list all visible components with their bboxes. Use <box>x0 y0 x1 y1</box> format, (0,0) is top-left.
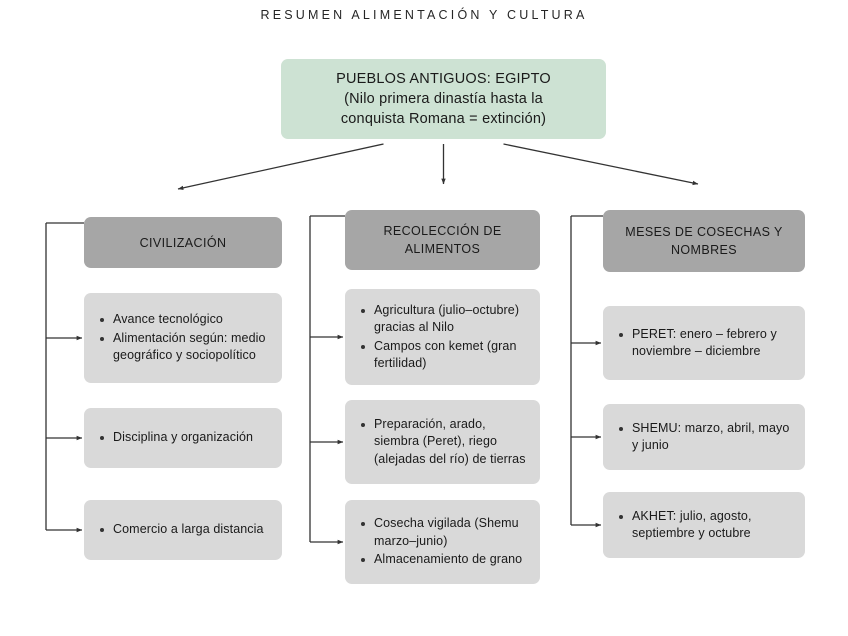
bullet-list: AKHET: julio, agosto, septiembre y octub… <box>613 508 793 543</box>
branch-header-label: RECOLECCIÓN DE ALIMENTOS <box>383 224 502 256</box>
content-box-meses-box-3: AKHET: julio, agosto, septiembre y octub… <box>603 492 805 558</box>
bullet-list: SHEMU: marzo, abril, mayo y junio <box>613 420 793 455</box>
branch-header-civilizacion: CIVILIZACIÓN <box>84 217 282 268</box>
bullet-item: Alimentación según: medio geográfico y s… <box>94 330 270 365</box>
branch-header-recoleccion: RECOLECCIÓN DE ALIMENTOS <box>345 210 540 270</box>
content-box-recoleccion-box-1: Agricultura (julio–octubre) gracias al N… <box>345 289 540 385</box>
bullet-list: Agricultura (julio–octubre) gracias al N… <box>355 302 528 373</box>
root-node-line: (Nilo primera dinastía hasta la <box>344 91 543 107</box>
bullet-item: Disciplina y organización <box>94 429 270 447</box>
bullet-item: Avance tecnológico <box>94 311 270 329</box>
bullet-list: Disciplina y organización <box>94 429 270 447</box>
content-box-recoleccion-box-3: Cosecha vigilada (Shemu marzo–junio)Alma… <box>345 500 540 584</box>
bullet-list: Preparación, arado, siembra (Peret), rie… <box>355 416 528 469</box>
bullet-item: Preparación, arado, siembra (Peret), rie… <box>355 416 528 469</box>
bullet-item: SHEMU: marzo, abril, mayo y junio <box>613 420 793 455</box>
page-title: RESUMEN ALIMENTACIÓN Y CULTURA <box>260 8 588 22</box>
root-to-meses <box>503 143 699 186</box>
content-box-meses-box-2: SHEMU: marzo, abril, mayo y junio <box>603 404 805 470</box>
root-node: PUEBLOS ANTIGUOS: EGIPTO (Nilo primera di… <box>281 59 606 139</box>
bullet-item: Campos con kemet (gran fertilidad) <box>355 338 528 373</box>
bullet-item: AKHET: julio, agosto, septiembre y octub… <box>613 508 793 543</box>
branch-header-label: MESES DE COSECHAS Y NOMBRES <box>625 225 783 257</box>
content-box-civilizacion-box-3: Comercio a larga distancia <box>84 500 282 560</box>
bullet-item: Cosecha vigilada (Shemu marzo–junio) <box>355 515 528 550</box>
bullet-item: PERET: enero – febrero y noviembre – dic… <box>613 326 793 361</box>
root-node-line: conquista Romana = extinción) <box>340 111 547 127</box>
bullet-list: Cosecha vigilada (Shemu marzo–junio)Alma… <box>355 515 528 569</box>
branch-header-meses: MESES DE COSECHAS Y NOMBRES <box>603 210 805 272</box>
bullet-item: Almacenamiento de grano <box>355 551 528 569</box>
bullet-item: Agricultura (julio–octubre) gracias al N… <box>355 302 528 337</box>
bullet-item: Comercio a larga distancia <box>94 521 270 539</box>
content-box-meses-box-1: PERET: enero – febrero y noviembre – dic… <box>603 306 805 380</box>
bullet-list: PERET: enero – febrero y noviembre – dic… <box>613 326 793 361</box>
branch-header-label: CIVILIZACIÓN <box>139 235 227 250</box>
root-node-line: PUEBLOS ANTIGUOS: EGIPTO <box>336 71 551 87</box>
root-to-civilizacion <box>177 143 384 190</box>
content-box-recoleccion-box-2: Preparación, arado, siembra (Peret), rie… <box>345 400 540 484</box>
content-box-civilizacion-box-2: Disciplina y organización <box>84 408 282 468</box>
bullet-list: Comercio a larga distancia <box>94 521 270 539</box>
